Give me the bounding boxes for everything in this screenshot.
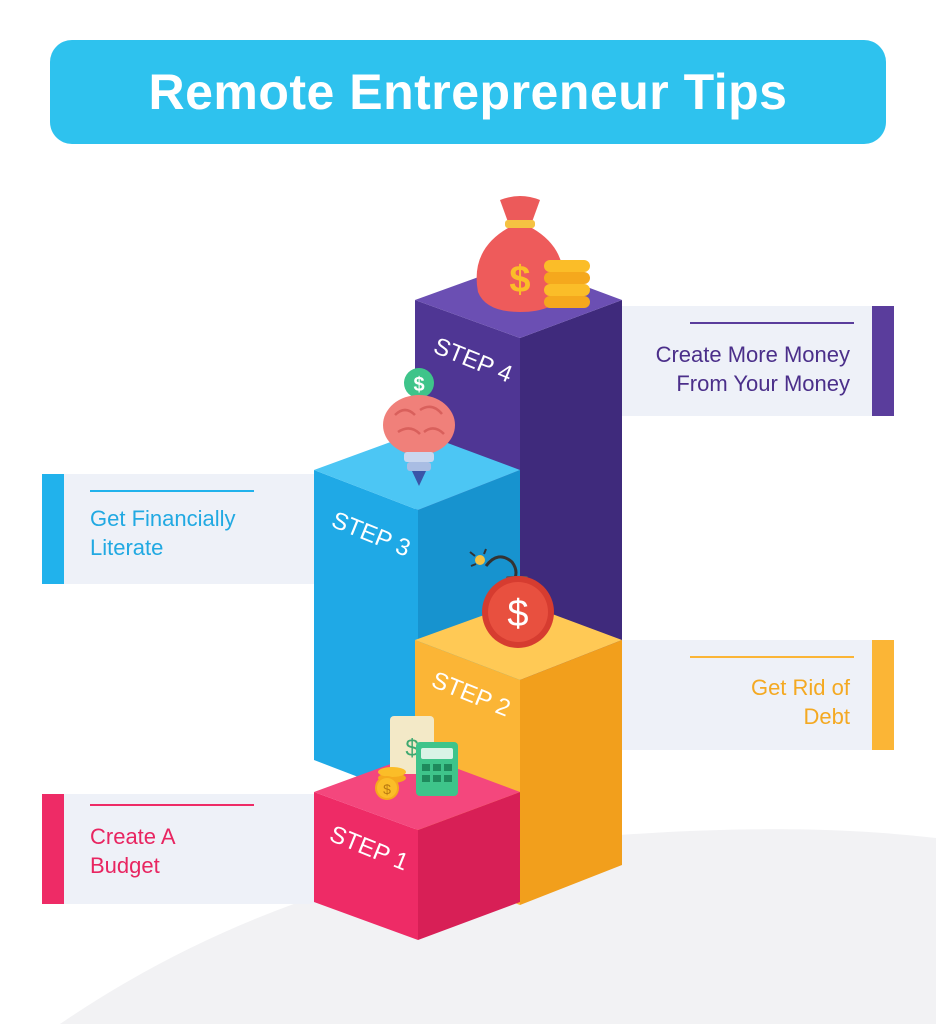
svg-text:$: $ bbox=[507, 593, 528, 635]
tip-step2-line2: Debt bbox=[803, 704, 850, 729]
tip-step1-line2: Budget bbox=[90, 853, 160, 878]
svg-text:$: $ bbox=[509, 259, 530, 301]
card-accent-bar bbox=[872, 640, 894, 750]
svg-text:$: $ bbox=[413, 374, 424, 396]
tip-card-step1: Create A Budget bbox=[42, 794, 314, 904]
tip-label-step1: Create A Budget bbox=[90, 822, 176, 880]
bomb-dollar-icon: $ bbox=[469, 548, 554, 648]
tip-label-step3: Get Financially Literate bbox=[90, 504, 236, 562]
brain-bulb-icon: $ bbox=[383, 368, 455, 486]
money-bag-icon: $ bbox=[476, 196, 590, 312]
tip-step2-line1: Get Rid of bbox=[750, 675, 850, 700]
tip-card-step2: Get Rid of Debt bbox=[622, 640, 894, 750]
card-rule bbox=[90, 804, 254, 806]
svg-text:$: $ bbox=[383, 781, 391, 797]
tip-step1-line1: Create A bbox=[90, 824, 176, 849]
tip-step4-line2: From Your Money bbox=[676, 371, 850, 396]
tip-card-step3: Get Financially Literate bbox=[42, 474, 314, 584]
tip-step3-line2: Literate bbox=[90, 535, 164, 560]
title-banner: Remote Entrepreneur Tips bbox=[50, 40, 886, 144]
card-accent-bar bbox=[42, 474, 64, 584]
card-rule bbox=[690, 656, 854, 658]
card-rule bbox=[90, 490, 254, 492]
tip-step4-line1: Create More Money bbox=[655, 342, 850, 367]
tip-step3-line1: Get Financially bbox=[90, 506, 236, 531]
svg-text:$: $ bbox=[405, 735, 418, 762]
card-accent-bar bbox=[872, 306, 894, 416]
card-rule bbox=[690, 322, 854, 324]
tip-label-step2: Get Rid of Debt bbox=[751, 673, 850, 731]
page-title: Remote Entrepreneur Tips bbox=[148, 64, 788, 120]
tip-card-step4: Create More Money From Your Money bbox=[622, 306, 894, 416]
tip-label-step4: Create More Money From Your Money bbox=[656, 340, 850, 398]
card-accent-bar bbox=[42, 794, 64, 904]
step1-block bbox=[314, 754, 520, 940]
calculator-coins-icon: $ $ bbox=[375, 716, 458, 800]
